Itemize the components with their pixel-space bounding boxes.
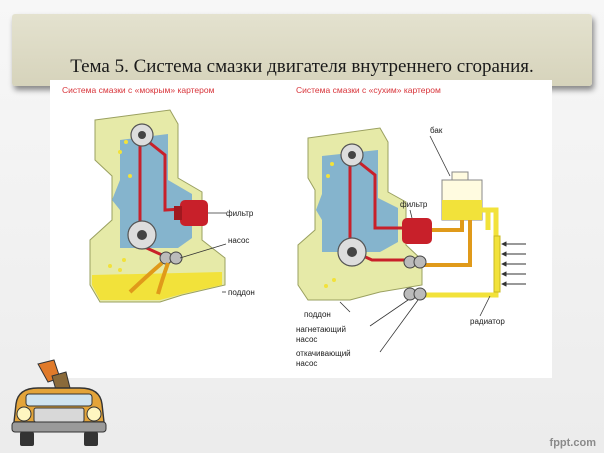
dry-filter-label: фильтр (400, 200, 428, 209)
dry-sump-label: поддон (304, 310, 331, 319)
pressure-pump-label-1: нагнетающий (296, 325, 346, 334)
dry-tank-label: бак (430, 126, 443, 135)
wet-sump-engine (89, 109, 227, 303)
wet-sump-label: поддон (228, 288, 255, 297)
scavenge-pump-label-2: насос (296, 359, 317, 368)
dry-sump-engine (297, 127, 526, 353)
radiator-label: радиатор (470, 317, 505, 326)
watermark: fppt.com (549, 437, 596, 449)
lubrication-diagram: Система смазки с «мокрым» картером Систе… (62, 85, 526, 368)
title-bar: Тема 5. Система смазки двигателя внутрен… (12, 14, 592, 86)
pressure-pump-label-2: насос (296, 335, 317, 344)
dry-sump-caption: Система смазки с «сухим» картером (296, 85, 441, 95)
scavenge-pump-label-1: откачивающий (296, 349, 351, 358)
wet-pump-label: насос (228, 236, 249, 245)
wet-sump-caption: Система смазки с «мокрым» картером (62, 85, 215, 95)
diagram-panel: Система смазки с «мокрым» картером Систе… (50, 80, 552, 378)
car-clipart-icon (11, 359, 107, 446)
slide-title: Тема 5. Система смазки двигателя внутрен… (70, 56, 534, 77)
wet-filter-label: фильтр (226, 209, 254, 218)
